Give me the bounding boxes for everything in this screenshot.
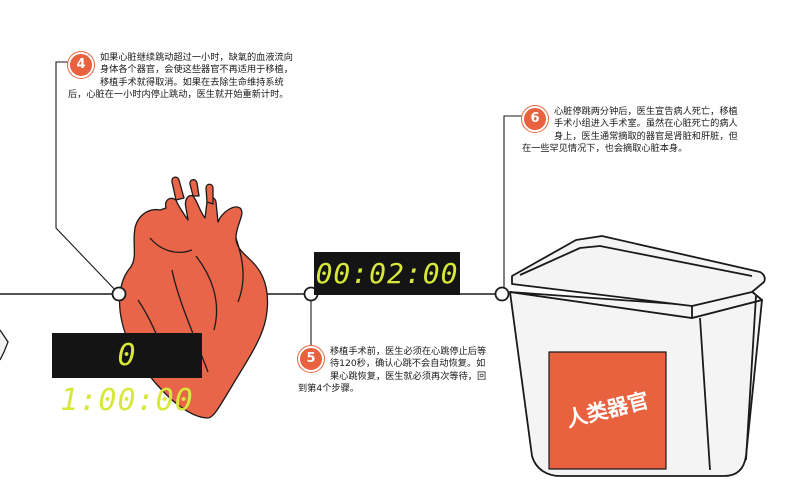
organ-cooler bbox=[509, 235, 766, 477]
step-6-badge: 6 bbox=[522, 106, 548, 132]
partial-object-left bbox=[0, 329, 9, 361]
step4-connector bbox=[55, 61, 120, 295]
step-4-annotation: 4 如果心脏继续跳动超过一小时，缺氧的血液流向身体各个器官，会使这些器官不再适用… bbox=[68, 52, 301, 102]
cooler-label-panel bbox=[548, 351, 667, 470]
step-6-annotation: 6 心脏停跳两分钟后，医生宣告病人死亡，移植手术小组进入手术室。虽然在心脏死亡的… bbox=[522, 106, 742, 156]
step-5-badge: 5 bbox=[298, 346, 324, 372]
timeline-node-cooler bbox=[494, 286, 510, 302]
step-6-text: 心脏停跳两分钟后，医生宣告病人死亡，移植手术小组进入手术室。虽然在心脏死亡的病人… bbox=[522, 106, 738, 155]
timer-one-hour: 0 1:00:00 bbox=[52, 333, 202, 418]
step-5-annotation: 5 移植手术前，医生必须在心跳停止后等待120秒，确认心跳不会自动恢复。如果心跳… bbox=[298, 346, 494, 396]
timer-two-minutes: 00:02:00 bbox=[314, 252, 460, 295]
timeline-node-heart bbox=[111, 286, 127, 302]
step6-connector bbox=[503, 115, 526, 294]
step-4-badge: 4 bbox=[68, 52, 94, 78]
step-4-text: 如果心脏继续跳动超过一小时，缺氧的血液流向身体各个器官，会使这些器官不再适用于移… bbox=[68, 52, 293, 101]
step-5-text: 移植手术前，医生必须在心跳停止后等待120秒，确认心跳不会自动恢复。如果心跳恢复… bbox=[298, 346, 487, 395]
